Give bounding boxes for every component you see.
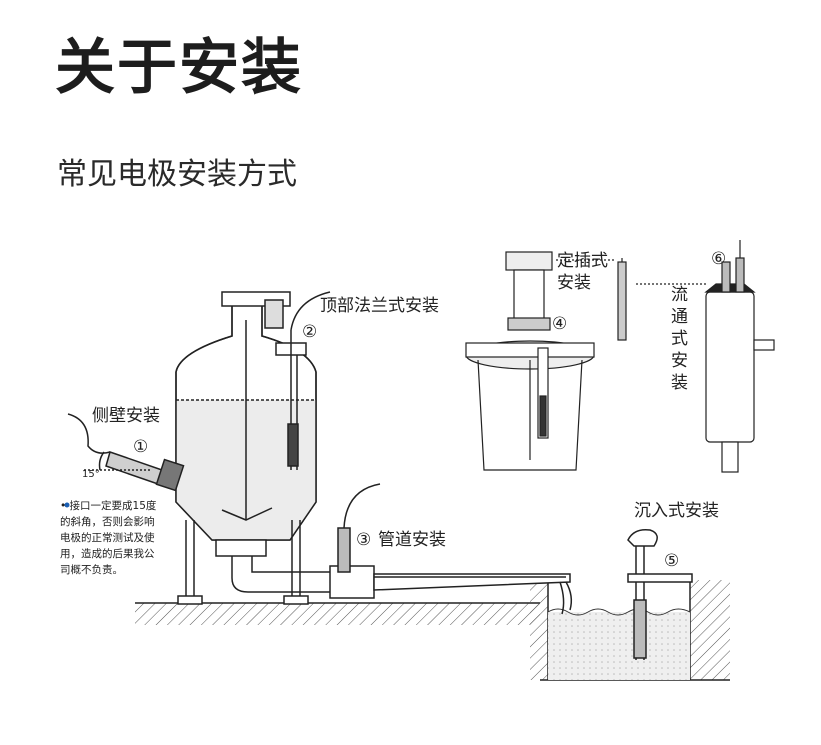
marker-6: ⑥ (711, 249, 726, 269)
flow-through-cell (636, 240, 775, 473)
label-flow-through-1: 流 (671, 285, 688, 305)
tank (175, 291, 317, 605)
page-subtitle: 常见电极安装方式 (57, 157, 297, 192)
label-flow-through-3: 式 (671, 329, 688, 349)
label-immersion: 沉入式安装 (634, 501, 719, 521)
note-line-4: 用，造成的后果我公 (60, 547, 155, 560)
note-bullet-icon (64, 502, 70, 508)
label-pipe: 管道安装 (378, 530, 446, 550)
label-flow-through-4: 安 (671, 351, 688, 371)
label-flow-through-5: 装 (671, 373, 688, 393)
note-line-1: • 接口一定要成15度 (60, 499, 157, 512)
page-title: 关于安装 (55, 33, 303, 103)
label-insertion-2: 安装 (557, 273, 591, 293)
note-line-3: 电极的正常测试及使 (60, 531, 155, 544)
probe-top-flange (275, 291, 331, 470)
marker-1: ① (133, 437, 148, 457)
angle-label: 15° (82, 469, 100, 480)
label-top-flange: 顶部法兰式安装 (320, 296, 439, 316)
probe-immersion (627, 528, 693, 660)
note-line-2: 的斜角，否则会影响 (60, 515, 155, 528)
sump-pit (530, 580, 730, 681)
marker-2: ② (302, 322, 317, 342)
label-flow-through-2: 通 (671, 307, 688, 327)
insertion-vessel (465, 251, 627, 471)
marker-3: ③ (356, 530, 371, 550)
note-line-5: 司概不负责。 (60, 563, 123, 576)
probe-side-wall (67, 413, 185, 492)
marker-4: ④ (552, 314, 567, 334)
probe-pipe (337, 483, 381, 573)
label-side-wall: 侧壁安装 (92, 406, 160, 426)
label-insertion-1: 定插式 (557, 251, 608, 271)
marker-5: ⑤ (664, 551, 679, 571)
